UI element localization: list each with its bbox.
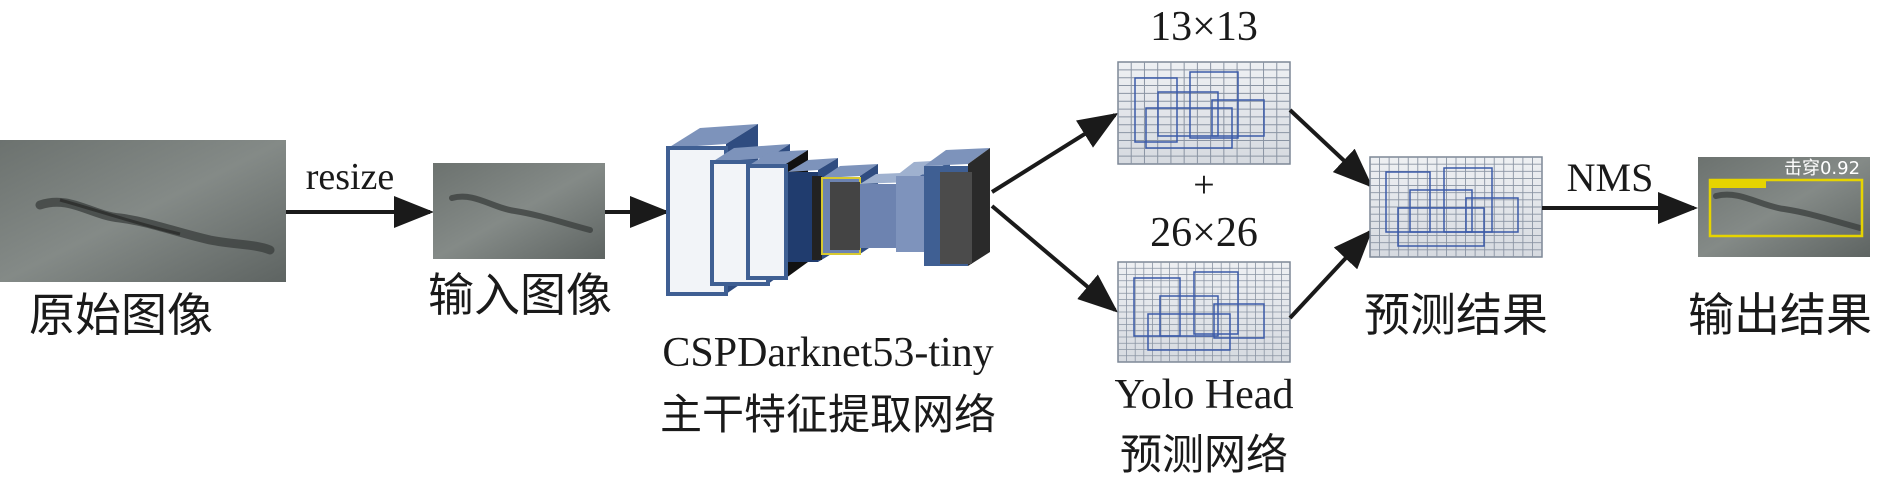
prediction-label: 预测结果 — [1364, 288, 1548, 342]
input-image-label: 输入图像 — [428, 268, 612, 322]
resize-label: resize — [305, 156, 395, 198]
head-desc-label: 预测网络 — [1119, 430, 1289, 479]
feature-map-13 — [1117, 61, 1291, 165]
nms-label: NMS — [1566, 155, 1654, 200]
feature-map-26 — [1117, 261, 1291, 363]
backbone-to-13-arrow — [990, 112, 1119, 194]
original-image — [0, 140, 286, 282]
plus-label: + — [1193, 164, 1215, 206]
scale-13-label: 13×13 — [1150, 4, 1258, 50]
output-label: 输出结果 — [1688, 288, 1872, 342]
detection-tag: 击穿0.92 — [1783, 158, 1861, 179]
prediction-map — [1369, 156, 1543, 258]
backbone-desc-label: 主干特征提取网络 — [659, 390, 997, 439]
detection-score-bar — [1710, 180, 1766, 188]
scale-26-label: 26×26 — [1150, 210, 1258, 256]
input-image — [433, 163, 605, 259]
detection-box — [1708, 178, 1864, 238]
head-name-label: Yolo Head — [1114, 372, 1294, 418]
backbone-block — [924, 148, 990, 266]
output-image — [1698, 157, 1870, 257]
26-to-prediction-arrow — [1288, 229, 1373, 320]
original-image-label: 原始图像 — [29, 288, 213, 342]
backbone-to-26-arrow — [990, 204, 1119, 313]
13-to-prediction-arrow — [1288, 108, 1373, 188]
backbone-network — [666, 124, 990, 296]
backbone-name-label: CSPDarknet53-tiny — [662, 330, 994, 376]
